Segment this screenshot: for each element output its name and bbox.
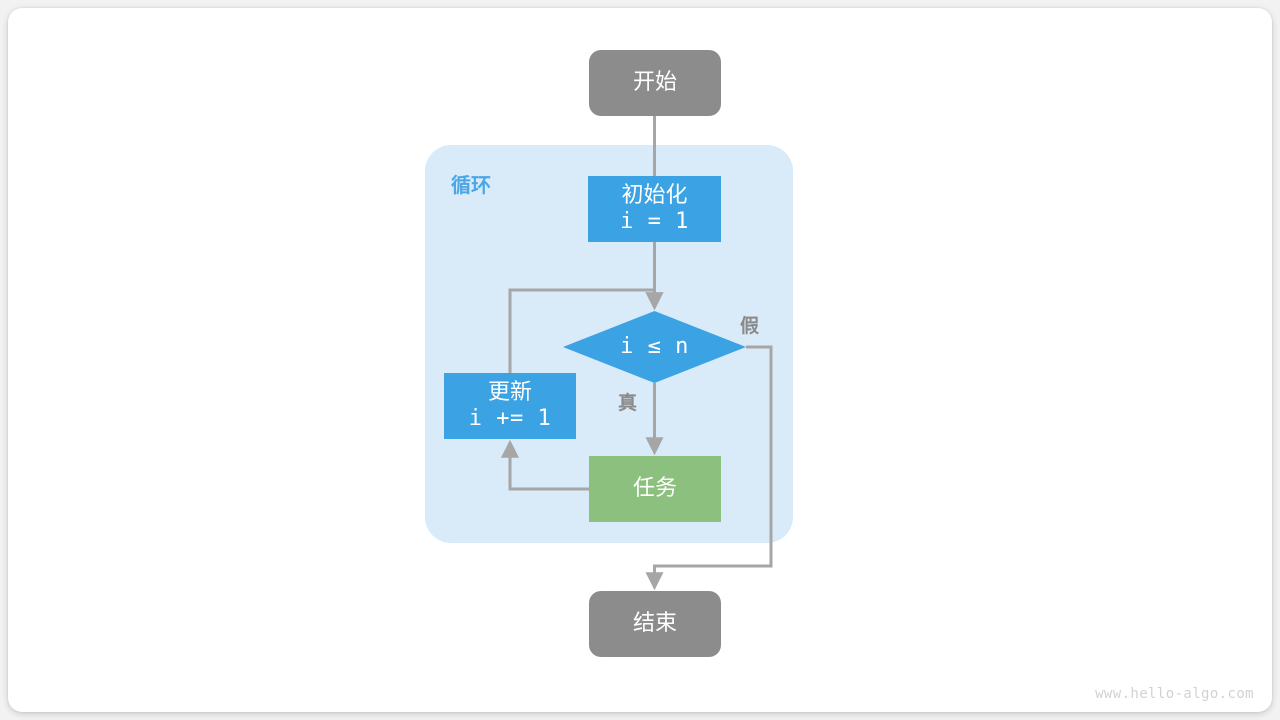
watermark-text: www.hello-algo.com xyxy=(1095,686,1254,702)
edge-condition-false-to-end xyxy=(645,345,773,591)
end-node[interactable] xyxy=(589,591,721,657)
edge-label-true: 真 xyxy=(618,392,638,414)
task-node[interactable] xyxy=(589,456,721,522)
edge-label-false: 假 xyxy=(740,315,760,337)
update-node[interactable] xyxy=(444,373,576,439)
edge-update-to-condition xyxy=(508,288,664,373)
edge-task-to-update xyxy=(501,439,589,491)
start-node[interactable] xyxy=(589,50,721,116)
loop-group-label: 循环 xyxy=(451,173,491,197)
initialize-node[interactable] xyxy=(588,176,721,242)
condition-node[interactable] xyxy=(563,311,746,383)
